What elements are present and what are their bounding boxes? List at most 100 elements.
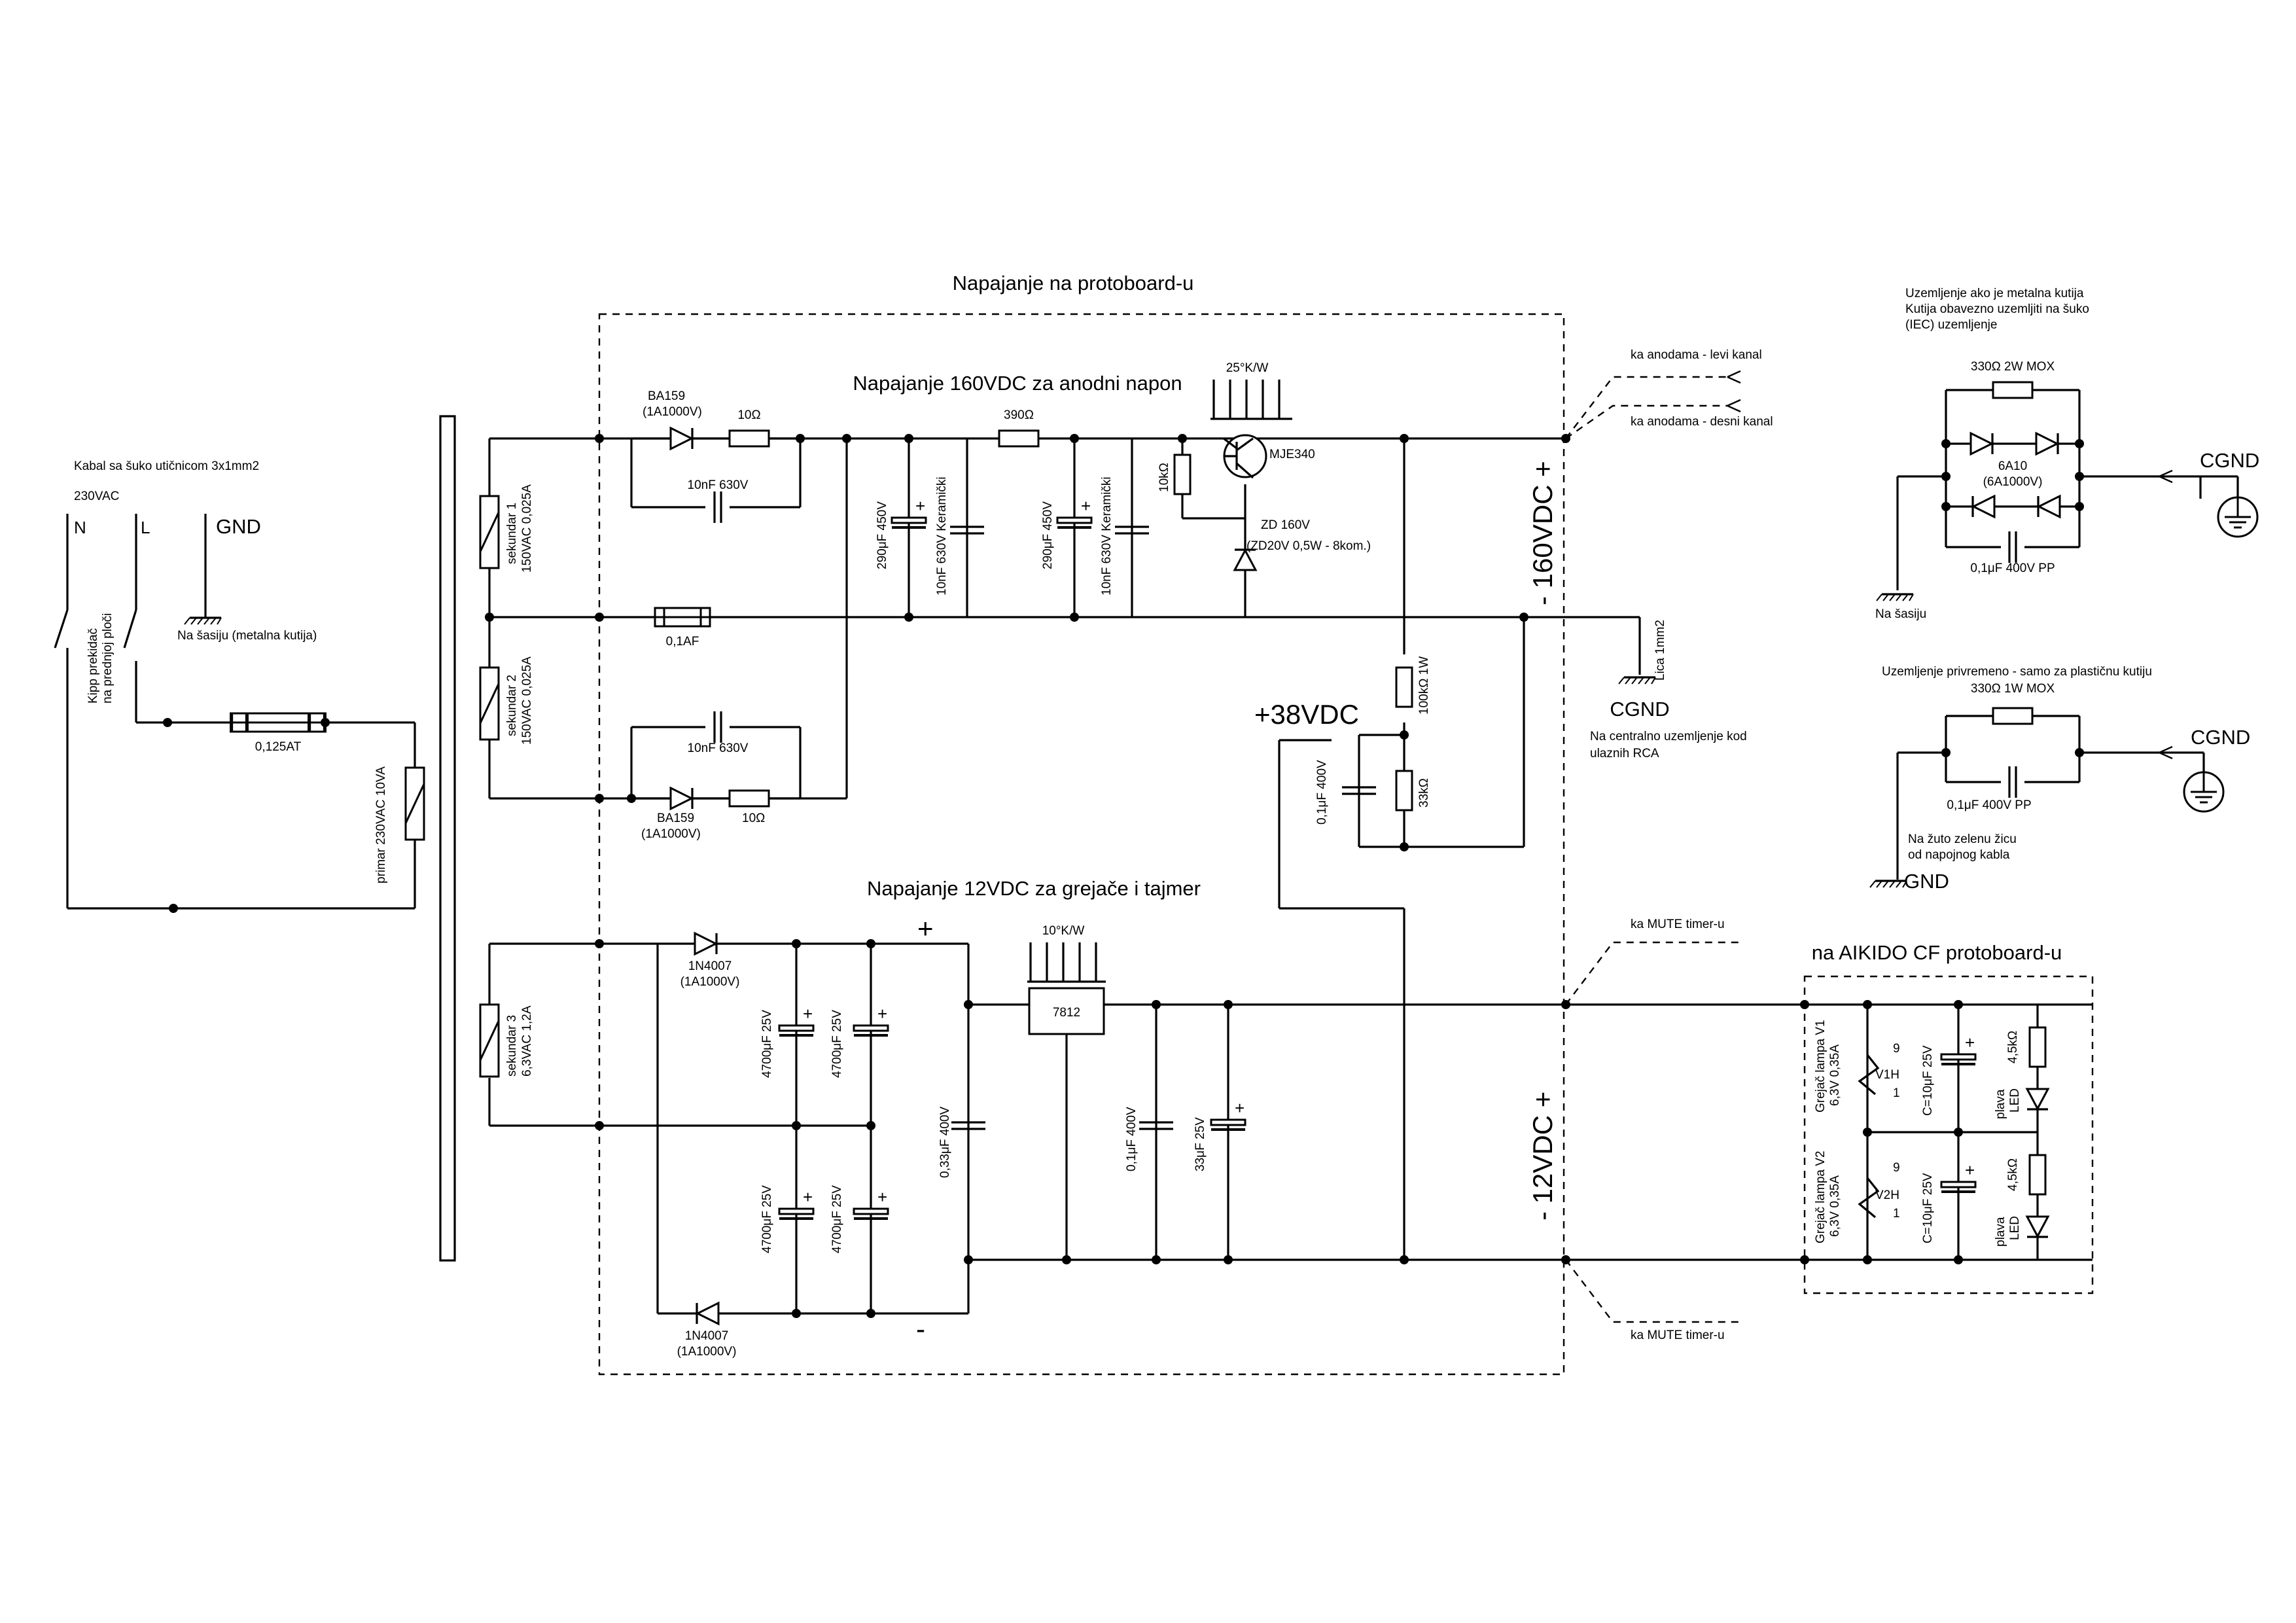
- chassis-label: Na šasiju (metalna kutija): [177, 629, 317, 643]
- led1-label-a: plava: [1994, 1089, 2007, 1119]
- l-label: L: [141, 518, 150, 537]
- transformer-core: [439, 415, 456, 1262]
- heater-v2: [1858, 1177, 1880, 1219]
- c33-label: 33μF 25V: [1193, 1117, 1207, 1171]
- r100k-label: 100kΩ 1W: [1417, 656, 1431, 715]
- diode-1n4007-bottom: [696, 1302, 720, 1325]
- zd-label: ZD 160V: [1261, 518, 1310, 532]
- res2-label: 4,5kΩ: [2006, 1158, 2020, 1191]
- r33k-label: 33kΩ: [1417, 778, 1431, 808]
- v1-pin9: 9: [1893, 1042, 1900, 1056]
- r10k-label: 10kΩ: [1157, 463, 1171, 492]
- gnd1-chassis-label: Na šasiju: [1875, 607, 1926, 621]
- gnd1-dr-label: (6A1000V): [1983, 475, 2043, 489]
- sec1-label-b: 150VAC 0,025A: [520, 484, 534, 573]
- lv-wiring: [488, 942, 2093, 1315]
- d1-label: BA159: [648, 389, 685, 403]
- d2-label: BA159: [657, 812, 694, 825]
- wire-label: Lica 1mm2: [1653, 620, 1667, 681]
- diode-6a10-1: [1969, 432, 1994, 455]
- v38-label: +38VDC: [1254, 699, 1359, 730]
- v2-pin9: 9: [1893, 1161, 1900, 1175]
- c2-label: 10nF 630V: [688, 741, 749, 755]
- cap1-label: C=10μF 25V: [1921, 1045, 1935, 1116]
- c01-lv-label: 0,1μF 400V: [1125, 1107, 1139, 1171]
- c4700-3-label: 4700μF 25V: [760, 1185, 774, 1253]
- regulator-7812: [1028, 987, 1105, 1035]
- r390-label: 390Ω: [1004, 408, 1034, 422]
- d3-rating: (1A1000V): [680, 975, 740, 989]
- gnd1-r-label: 330Ω 2W MOX: [1971, 360, 2055, 374]
- c4700-4-label: 4700μF 25V: [830, 1185, 844, 1253]
- switch-label-2: na prednjoj ploči: [101, 613, 115, 704]
- junction: [163, 718, 172, 727]
- r2-label: 10Ω: [742, 812, 765, 825]
- reg-label: 7812: [1053, 1006, 1080, 1020]
- vac-label: 230VAC: [74, 490, 119, 503]
- diode-ba159-bottom: [669, 787, 694, 810]
- switch-label-1: Kipp prekidač: [86, 628, 100, 704]
- chassis-ground-icon: [1875, 593, 1915, 602]
- c-el2-label: 290μF 450V: [1041, 501, 1055, 569]
- resistor-45k-1: [2028, 1026, 2047, 1068]
- chassis-ground-icon: [1869, 880, 1908, 889]
- fuse-01af: [654, 607, 711, 628]
- v1-label-a: Grejač lampa V1: [1814, 1020, 1828, 1113]
- plus-label: +: [917, 913, 934, 944]
- heatsink-10kw: [1027, 942, 1106, 983]
- c1-label: 10nF 630V: [688, 478, 749, 492]
- d4-rating: (1A1000V): [677, 1345, 737, 1359]
- transistor-mje340: [1223, 434, 1267, 479]
- earth-ground-icon: [2217, 496, 2259, 538]
- led2-label-b: LED: [2008, 1216, 2022, 1240]
- hv-wiring: [488, 437, 1641, 1260]
- anode-arrows: [1565, 370, 1742, 439]
- d4-label: 1N4007: [685, 1329, 729, 1343]
- diode-6a10-4: [2037, 495, 2061, 518]
- gnd1-cgnd-label: CGND: [2200, 449, 2259, 472]
- anode-right: ka anodama - desni kanal: [1631, 415, 1773, 429]
- secondary2-winding: [479, 666, 500, 741]
- gnd1-title-2: Kutija obavezno uzemljiti na šuko: [1905, 302, 2089, 316]
- diode-6a10-3: [1971, 495, 1996, 518]
- heatsink-25kw: [1210, 380, 1292, 420]
- capacitor-01uf-pp-1: [2008, 530, 2017, 564]
- mute-bottom: ka MUTE timer-u: [1631, 1329, 1725, 1342]
- c033-label: 0,33μF 400V: [938, 1106, 952, 1178]
- anode-left: ka anodama - levi kanal: [1631, 348, 1762, 362]
- r1-label: 10Ω: [737, 408, 760, 422]
- q-label: MJE340: [1269, 448, 1315, 461]
- d3-label: 1N4007: [688, 959, 732, 973]
- led2-label-a: plava: [1994, 1217, 2007, 1247]
- n-label: N: [74, 518, 86, 537]
- gnd2-note-1: Na žuto zelenu žicu: [1908, 832, 2017, 846]
- v2h-label: V2H: [1875, 1188, 1899, 1202]
- fuse-0125at: [232, 713, 325, 732]
- aikido-box: [1803, 975, 2094, 1294]
- gnd2-title: Uzemljenje privremeno - samo za plastičn…: [1882, 665, 2152, 679]
- minus-label: -: [916, 1313, 925, 1344]
- sec3-label-b: 6,3VAC 1,2A: [520, 1005, 534, 1077]
- gnd2-cgnd-label: CGND: [2191, 726, 2250, 749]
- protoboard-box: [598, 313, 1565, 1376]
- gnd2-junctions: [1941, 748, 2084, 757]
- sec1-label-a: sekundar 1: [505, 503, 519, 564]
- cgnd-chassis-icon: [1617, 676, 1657, 685]
- hs2-label: 10°K/W: [1042, 924, 1085, 938]
- zd-detail: (ZD20V 0,5W - 8kom.): [1246, 539, 1371, 553]
- capacitor-01uf-pp-2: [2008, 765, 2017, 799]
- hv-section-title: Napajanje 160VDC za anodni napon: [853, 372, 1182, 395]
- led-1: [2026, 1088, 2049, 1111]
- c-el1-label: 290μF 450V: [875, 501, 889, 569]
- chassis-ground-icon: [183, 616, 222, 626]
- diode-6a10-2: [2035, 432, 2059, 455]
- fuse01-label: 0,1AF: [666, 635, 699, 649]
- sec2-label-b: 150VAC 0,025A: [520, 656, 534, 745]
- fuse-label: 0,125AT: [255, 740, 302, 754]
- resistor-330r-2w: [1992, 381, 2034, 399]
- sec2-label-a: sekundar 2: [505, 675, 519, 736]
- d2-rating: (1A1000V): [641, 827, 701, 841]
- resistor-10k: [1173, 454, 1192, 495]
- main-title: Napajanje na protoboard-u: [953, 272, 1194, 294]
